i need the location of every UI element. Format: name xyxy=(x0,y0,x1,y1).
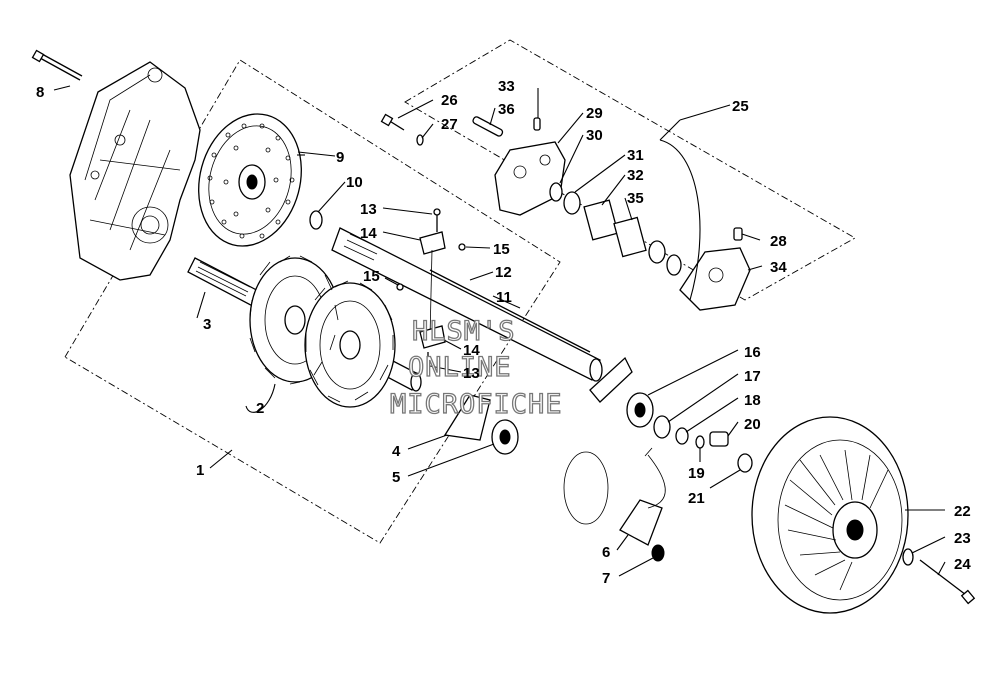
part-27-washer xyxy=(416,134,424,146)
trigger-wheel xyxy=(563,451,609,525)
part-31-piston xyxy=(563,191,581,215)
bracket-plate xyxy=(589,356,633,403)
callout-21: 21 xyxy=(688,490,705,507)
leader-lines xyxy=(53,85,946,577)
callout-28: 28 xyxy=(770,233,787,250)
part-5-bearing xyxy=(491,419,519,455)
part-31b-piston xyxy=(648,240,666,264)
part-36-pin xyxy=(472,116,504,137)
callout-24: 24 xyxy=(954,556,971,573)
part-6-speed-sensor xyxy=(619,447,666,546)
part-17-spacer xyxy=(653,415,671,439)
callout-31: 31 xyxy=(627,147,644,164)
part-20-bushing xyxy=(709,431,729,447)
part-29-caliper-body xyxy=(494,141,566,216)
part-18-washer xyxy=(675,427,689,445)
callout-8: 8 xyxy=(36,84,44,101)
callout-1: 1 xyxy=(196,462,204,479)
callout-9: 9 xyxy=(336,149,344,166)
callout-27: 27 xyxy=(441,116,458,133)
part-26-bolt xyxy=(380,113,405,131)
callout-10: 10 xyxy=(346,174,363,191)
callout-25: 25 xyxy=(732,98,749,115)
part-22-driven-pulley xyxy=(751,416,909,614)
part-35-brake-pad xyxy=(613,216,647,258)
part-23-washer xyxy=(902,548,914,566)
callout-2: 2 xyxy=(256,400,264,417)
callout-30: 30 xyxy=(586,127,603,144)
part-28-bleeder xyxy=(733,227,743,241)
chaincase-housing xyxy=(69,61,201,281)
callout-12: 12 xyxy=(495,264,512,281)
callout-13-lower: 13 xyxy=(463,365,480,382)
part-8-bolt xyxy=(31,49,83,81)
part-32-brake-pad xyxy=(583,199,619,241)
callout-13-upper: 13 xyxy=(360,201,377,218)
callout-19: 19 xyxy=(688,465,705,482)
callout-22: 22 xyxy=(954,503,971,520)
part-16-bearing xyxy=(626,392,654,428)
callout-36: 36 xyxy=(498,101,515,118)
callout-34: 34 xyxy=(770,259,787,276)
callout-4: 4 xyxy=(392,443,401,460)
part-2-drive-sprockets xyxy=(249,255,396,408)
watermark-line-1: HLSM'S xyxy=(412,316,516,347)
watermark-line-3: MICROFICHE xyxy=(390,389,563,420)
callout-15-left: 15 xyxy=(363,268,380,285)
group-25-boundary xyxy=(404,39,856,301)
callout-23: 23 xyxy=(954,530,971,547)
part-33-bleeder xyxy=(533,117,541,131)
part-31c-seal xyxy=(666,254,682,276)
part-4-bearing-flange xyxy=(443,394,491,441)
part-7-nut xyxy=(651,544,665,562)
callout-14-lower: 14 xyxy=(463,342,480,359)
part-24-bolt xyxy=(919,559,976,605)
part-30-seal xyxy=(549,182,563,202)
callout-16: 16 xyxy=(744,344,761,361)
callout-18: 18 xyxy=(744,392,761,409)
part-34-caliper-half xyxy=(679,247,751,311)
callout-7: 7 xyxy=(602,570,610,587)
part-21-cap xyxy=(737,453,753,473)
callout-29: 29 xyxy=(586,105,603,122)
callout-15-right: 15 xyxy=(493,241,510,258)
watermark-line-2: ONLINE xyxy=(408,352,512,383)
watermark: HLSM'S ONLINE MICROFICHE xyxy=(389,315,563,420)
callout-20: 20 xyxy=(744,416,761,433)
disc-vent-holes xyxy=(207,123,295,239)
part-19-washer xyxy=(695,435,705,449)
callout-3: 3 xyxy=(203,316,211,333)
callout-33: 33 xyxy=(498,78,515,95)
callout-32: 32 xyxy=(627,167,644,184)
callout-5: 5 xyxy=(392,469,400,486)
callout-26: 26 xyxy=(441,92,458,109)
callout-17: 17 xyxy=(744,368,761,385)
part-12-shaft xyxy=(331,227,603,382)
callout-11: 11 xyxy=(496,289,512,306)
callout-labels: 8 9 10 3 2 1 13 14 15 15 12 11 14 13 4 5… xyxy=(36,78,971,587)
callout-6: 6 xyxy=(602,544,610,561)
part-11-rod xyxy=(429,269,591,353)
part-9-brake-disc xyxy=(198,113,302,247)
callout-14-upper: 14 xyxy=(360,225,377,242)
part-13-14-15-hardware xyxy=(396,208,466,370)
part-10-o-ring xyxy=(309,210,323,230)
callout-35: 35 xyxy=(627,190,644,207)
